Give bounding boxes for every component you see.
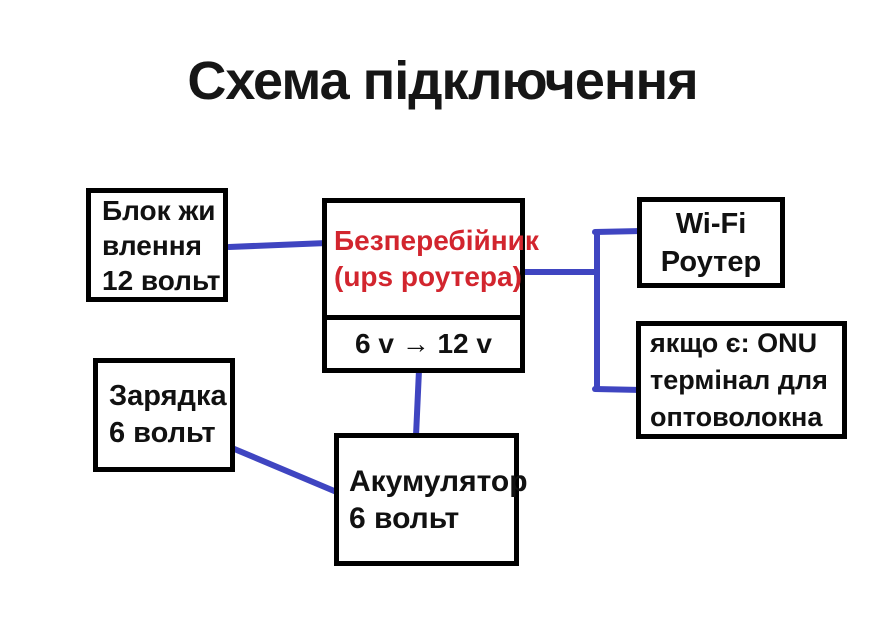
connector-branch-to-onu (592, 386, 643, 393)
connector-ups-to-battery (413, 367, 422, 439)
node-ups-label: Безперебійник (ups роутера) (334, 225, 539, 292)
node-charger: Зарядка 6 вольт (93, 358, 235, 472)
diagram-title: Схема підключення (187, 51, 698, 111)
node-wifi-router-label: Wi-Fi (675, 207, 747, 240)
node-power-supply: Блок жи влення 12 вольт (86, 188, 228, 302)
node-ups-voltage-conversion: 6 v → 12 v (327, 315, 520, 368)
connector-charger-to-battery (229, 445, 342, 496)
node-power-supply-label: Блок жи (102, 194, 216, 226)
node-ups: Безперебійник (ups роутера) 6 v → 12 v (322, 198, 539, 373)
node-battery: Акумулятор 6 вольт (334, 433, 528, 566)
node-charger-label: Зарядка (109, 380, 227, 412)
node-battery-label: Акумулятор (349, 464, 528, 498)
node-onu-terminal-label: якщо є: ONU (650, 327, 818, 358)
node-onu-terminal: якщо є: ONU термінал для оптоволокна (636, 321, 847, 439)
connector-branch-to-wifi (592, 228, 643, 235)
node-wifi-router: Wi-Fi Роутер (637, 197, 785, 288)
connector-power-to-ups (226, 240, 330, 250)
